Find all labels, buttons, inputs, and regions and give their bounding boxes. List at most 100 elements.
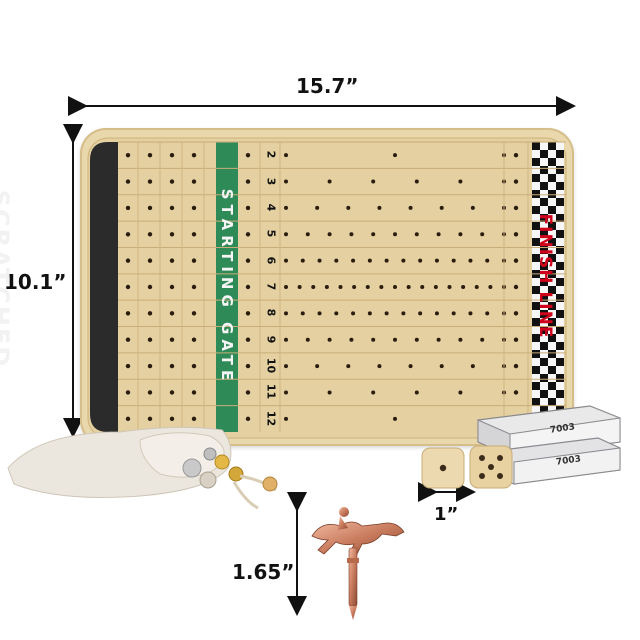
track-hole	[468, 311, 473, 316]
peg-hole	[191, 205, 197, 211]
checker-square	[556, 374, 564, 382]
dice-size-label: 1”	[434, 504, 459, 525]
checker-square	[532, 390, 540, 398]
peg-hole	[169, 337, 175, 342]
track-hole	[433, 285, 438, 289]
track-hole	[488, 285, 493, 289]
peg-hole	[245, 232, 251, 237]
checker-square	[548, 158, 556, 166]
track-hole	[352, 285, 357, 289]
track-hole	[367, 311, 372, 316]
track-hole	[414, 232, 419, 237]
track-hole	[458, 390, 463, 395]
checker-square	[548, 334, 556, 342]
checker-square	[540, 182, 548, 190]
track-hole	[451, 258, 456, 263]
checker-square	[532, 246, 540, 254]
peg-hole	[125, 232, 131, 237]
track-hole	[305, 232, 310, 237]
checker-square	[532, 398, 540, 406]
checker-square	[540, 278, 548, 286]
track-hole	[371, 337, 376, 342]
checker-square	[532, 382, 540, 390]
track-hole	[351, 311, 356, 316]
peg-hole	[169, 363, 175, 369]
peg-hole	[245, 311, 251, 316]
checker-square	[540, 334, 548, 342]
checker-square	[532, 182, 540, 190]
track-hole	[393, 416, 397, 421]
track-hole	[458, 179, 463, 184]
checker-square	[540, 166, 548, 174]
checker-square	[540, 214, 548, 222]
checker-square	[556, 358, 564, 366]
track-hole	[458, 232, 463, 237]
checker-square	[556, 150, 564, 158]
track-hole	[311, 285, 316, 289]
lane-number: 6	[264, 256, 278, 264]
track-hole	[434, 311, 439, 316]
checker-square	[540, 230, 548, 238]
track-hole	[470, 364, 475, 369]
checker-square	[540, 286, 548, 294]
peg-hole	[147, 232, 153, 237]
checker-square	[540, 198, 548, 206]
track-hole	[284, 416, 288, 421]
checker-square	[548, 302, 556, 310]
checker-square	[548, 278, 556, 286]
finish-hole	[513, 390, 519, 395]
checker-square	[548, 326, 556, 334]
checker-square	[548, 230, 556, 238]
checker-square	[532, 366, 540, 374]
checker-square	[548, 342, 556, 350]
peg-hole	[125, 363, 131, 369]
checker-square	[532, 222, 540, 230]
checker-square	[556, 286, 564, 294]
track-hole	[377, 364, 382, 369]
peg-hole	[125, 311, 131, 316]
track-hole	[414, 337, 419, 342]
finish-hole	[513, 258, 519, 263]
checker-square	[540, 246, 548, 254]
track-hole	[451, 311, 456, 316]
track-hole	[327, 337, 332, 342]
checker-square	[548, 190, 556, 198]
track-hole	[461, 285, 466, 289]
checker-square	[532, 310, 540, 318]
peg-hole	[125, 152, 131, 158]
track-hole	[351, 258, 356, 263]
checker-square	[540, 302, 548, 310]
checker-square	[532, 302, 540, 310]
peg-hole	[147, 311, 153, 316]
peg-hole	[245, 337, 251, 342]
checker-square	[532, 294, 540, 302]
peg-hole	[191, 416, 197, 422]
track-hole	[305, 337, 310, 342]
starting-gate-label: STARTING GATE	[218, 188, 236, 386]
horse-size-label: 1.65”	[232, 560, 295, 584]
track-hole	[284, 364, 288, 369]
track-hole	[447, 285, 452, 289]
checker-square	[540, 382, 548, 390]
checker-square	[548, 294, 556, 302]
checker-square	[548, 406, 556, 414]
checker-square	[540, 342, 548, 350]
checker-square	[532, 214, 540, 222]
checker-square	[540, 374, 548, 382]
checker-square	[556, 214, 564, 222]
checker-square	[556, 206, 564, 214]
card-decks	[477, 405, 621, 485]
peg-hole	[125, 205, 131, 211]
checker-square	[556, 254, 564, 262]
track-hole	[284, 153, 288, 158]
track-hole	[414, 179, 419, 184]
checker-square	[540, 366, 548, 374]
track-hole	[297, 285, 302, 289]
finish-line-label: FINISH LINE	[535, 213, 555, 339]
checker-square	[548, 150, 556, 158]
checker-square	[548, 398, 556, 406]
peg-hole	[125, 337, 131, 342]
checker-square	[548, 310, 556, 318]
checker-square	[556, 390, 564, 398]
